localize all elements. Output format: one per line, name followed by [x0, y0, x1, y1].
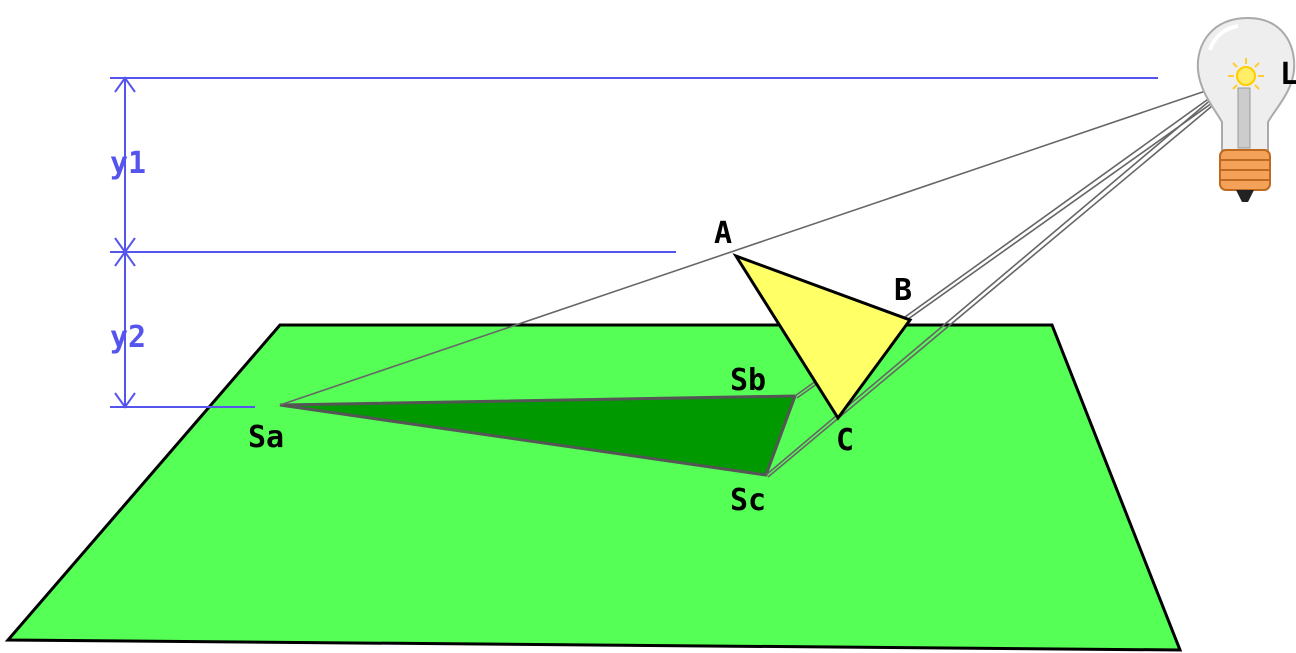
arrow-top — [114, 76, 136, 93]
shadow-triangle — [279, 394, 798, 477]
ray-to-sa — [279, 81, 1233, 406]
label-vertex-a: A — [714, 216, 732, 251]
label-shadow-c: Sc — [730, 483, 766, 518]
height-dimension — [110, 76, 1158, 409]
label-light: L — [1280, 57, 1296, 92]
arrow-mid-down — [114, 250, 136, 267]
light-bulb-icon — [1196, 16, 1296, 202]
arrow-bottom — [114, 392, 136, 409]
ground-plane — [4, 323, 1183, 652]
label-vertex-c: C — [836, 423, 854, 458]
object-triangle — [732, 253, 913, 421]
ray-to-sc-b — [767, 85, 1237, 478]
label-shadow-b: Sb — [730, 363, 766, 398]
label-shadow-a: Sa — [248, 420, 284, 455]
label-vertex-b: B — [894, 273, 912, 308]
label-height-upper: y1 — [110, 146, 146, 181]
label-height-lower: y2 — [110, 320, 146, 355]
